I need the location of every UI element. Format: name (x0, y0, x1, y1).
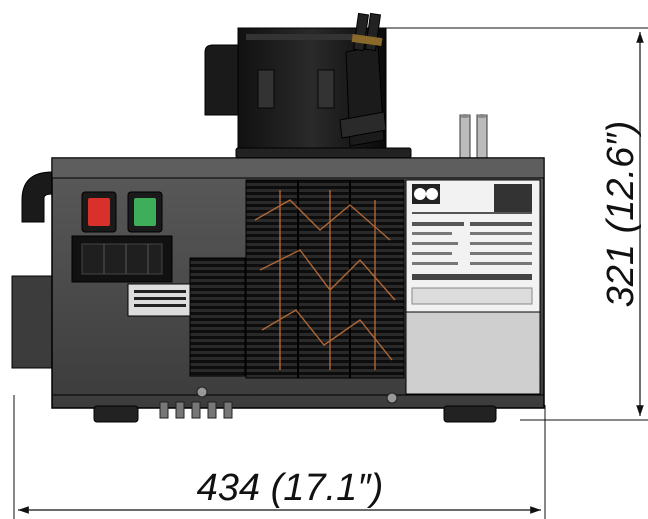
label-panel (405, 179, 541, 313)
controller-display (71, 235, 173, 283)
reset-switch-icon (127, 191, 163, 233)
small-vent (127, 283, 193, 317)
fan-grille-icon (189, 179, 405, 379)
feet (93, 405, 497, 423)
left-hose (21, 171, 53, 223)
side-enclosure (11, 275, 53, 369)
fill-neck (339, 12, 387, 147)
fluid-port-icon (459, 114, 488, 160)
width-dimension-label: 434 (17.1″) (197, 467, 384, 509)
condenser-coil (254, 190, 396, 370)
height-dimension-label: 321 (12.6″) (600, 121, 642, 308)
bottom-connectors (159, 386, 398, 419)
extension-lines (13, 27, 648, 519)
power-switch-icon (81, 191, 117, 233)
side-panel (405, 311, 541, 395)
